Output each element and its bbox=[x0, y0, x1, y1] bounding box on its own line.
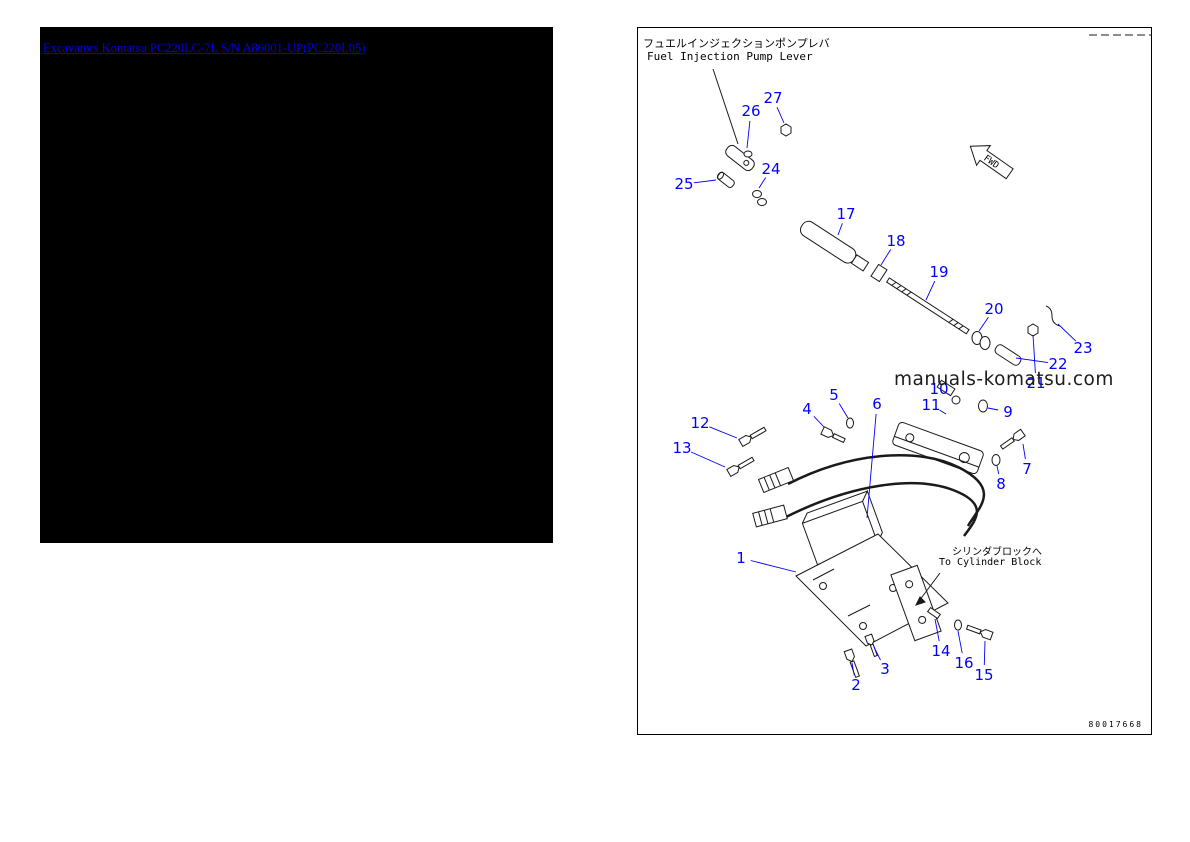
parts-drawing: FWD bbox=[712, 34, 1152, 678]
cylinder-block-label-en: To Cylinder Block bbox=[939, 557, 1042, 568]
diagram-title-en: Fuel Injection Pump Lever bbox=[647, 50, 813, 63]
breadcrumb-link[interactable]: Excavators Komatsu PC220LC-7L S/N A86001… bbox=[43, 41, 366, 55]
drawing-number: 80017668 bbox=[1088, 720, 1143, 729]
leader-lines bbox=[690, 107, 1077, 676]
diagram-title-jp: フュエルインジェクションポンプレバ bbox=[643, 37, 830, 50]
watermark: manuals-komatsu.com bbox=[894, 369, 1114, 390]
cylinder-block-label-jp: シリンダブロックへ bbox=[952, 547, 1042, 558]
left-panel: Excavators Komatsu PC220LC-7L S/N A86001… bbox=[40, 27, 553, 543]
